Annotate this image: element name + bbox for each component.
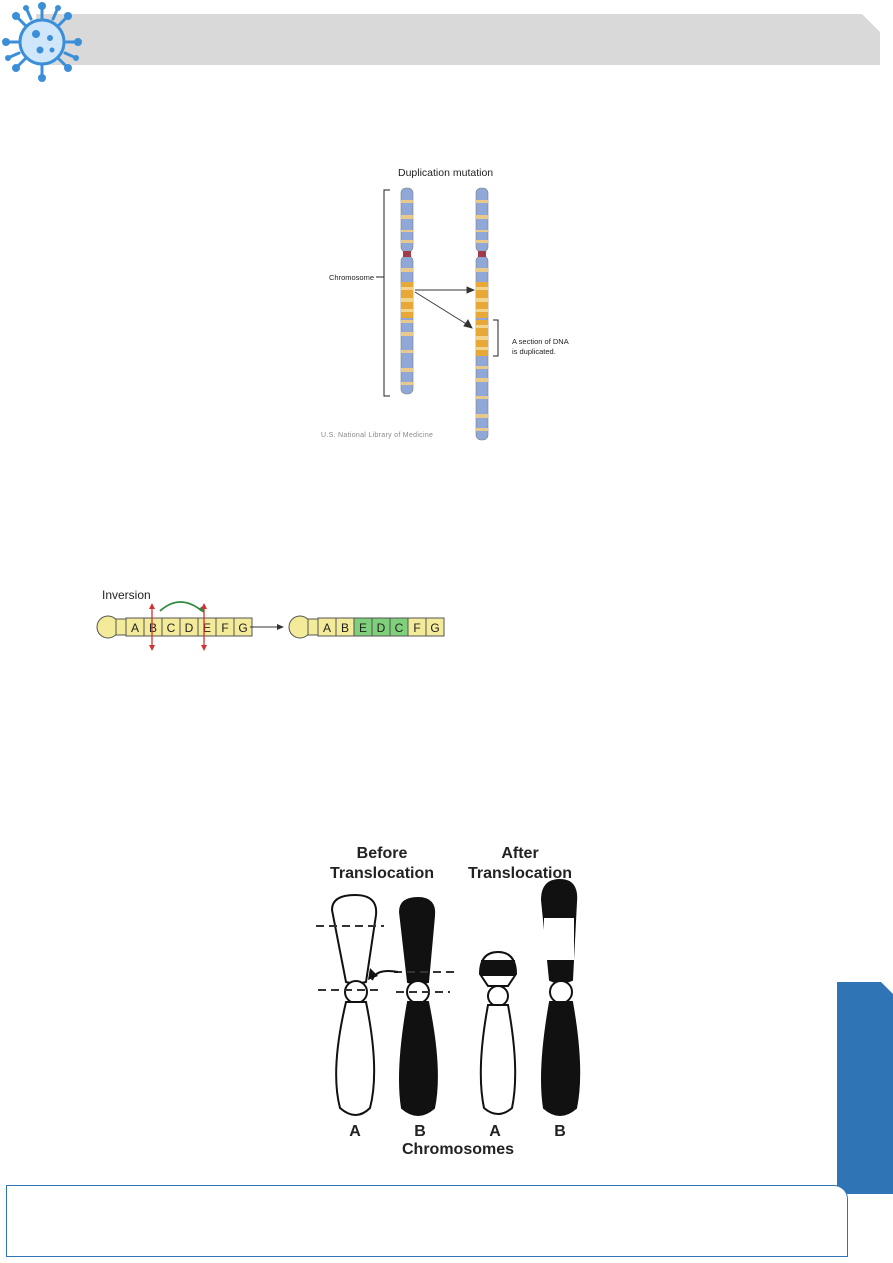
chromosomes-label: Chromosomes [402,1141,514,1158]
translocation-diagram: Before Translocation After Translocation… [316,845,581,1158]
original-chromosome [400,187,414,395]
duplication-note-line1: A section of DNA [512,337,569,346]
duplication-note-line2: is duplicated. [512,347,556,356]
after-gene-label: A [323,621,331,635]
after-gene-label: G [430,621,439,635]
header-bar [36,14,880,65]
before-label-line2: Translocation [330,865,434,882]
label-a-before: A [349,1123,361,1140]
label-b-before: B [414,1123,426,1140]
side-tab [837,982,893,1194]
after-gene-label: C [395,621,404,635]
image-credit: U.S. National Library of Medicine [321,432,434,439]
before-gene-label: D [185,621,194,635]
after-cell [425,617,445,637]
duplication-diagram: Duplication mutation Chromosome [329,167,569,441]
duplicated-chromosome [475,187,489,441]
before-label-line1: Before [357,845,408,862]
after-label-line2: Translocation [468,865,572,882]
after-gene-label: E [359,621,367,635]
before-gene-label: E [203,621,211,635]
after-gene-label: D [377,621,386,635]
after-gene-label: F [413,621,420,635]
after-gene-label: B [341,621,349,635]
bottom-note-box [6,1185,848,1257]
virus-icon [2,2,82,82]
chromosome-label: Chromosome [329,273,374,282]
before-gene-label: A [131,621,139,635]
inversion-title: Inversion [102,588,151,602]
label-a-after: A [489,1123,501,1140]
duplication-title: Duplication mutation [398,167,493,179]
before-gene-label: G [238,621,247,635]
after-label-line1: After [501,845,538,862]
label-b-after: B [554,1123,566,1140]
before-gene-label: C [167,621,176,635]
before-gene-label: B [149,621,157,635]
before-gene-label: F [221,621,228,635]
